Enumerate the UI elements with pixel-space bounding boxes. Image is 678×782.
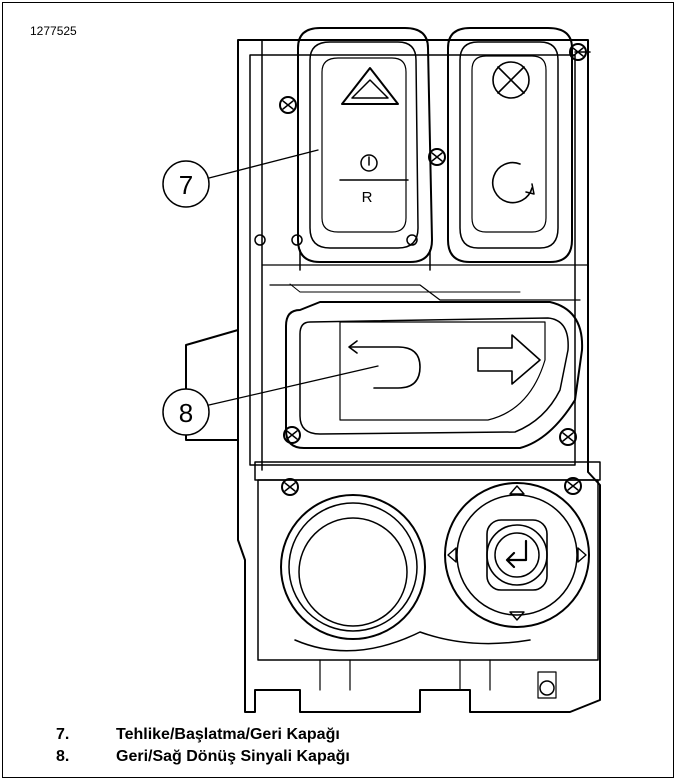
- arrow-right-icon: [577, 547, 587, 563]
- reverse-right-turn-signal-cap: [285, 301, 584, 449]
- callout-leader-8: [208, 365, 379, 406]
- screw-icon: [428, 148, 446, 166]
- arrow-up-icon: [509, 485, 525, 495]
- arrow-left-icon: [447, 547, 457, 563]
- lower-module-top-rail: [254, 461, 601, 481]
- legend-number: 8.: [56, 748, 70, 765]
- callout-number-8: 8: [179, 398, 193, 428]
- housing-inner-outline: [249, 54, 576, 466]
- hazard-start-reverse-cap: [297, 27, 433, 271]
- round-button-cap: [280, 494, 426, 640]
- arrow-down-icon: [509, 611, 525, 621]
- screw-icon: [559, 428, 577, 446]
- legend-item: 7. Tehlike/Başlatma/Geri Kapağı: [56, 724, 350, 746]
- figure-legend: 7. Tehlike/Başlatma/Geri Kapağı 8. Geri/…: [56, 724, 350, 768]
- switch-housing-illustration: R: [162, 27, 601, 713]
- callout-circle-7: [162, 160, 210, 208]
- screw-icon: [281, 478, 299, 496]
- screw-icon: [569, 43, 587, 61]
- figure-id: 1277525: [30, 24, 77, 38]
- joystick-control: [444, 482, 590, 628]
- legend-label: Tehlike/Başlatma/Geri Kapağı: [116, 726, 340, 743]
- legend-item: 8. Geri/Sağ Dönüş Sinyali Kapağı: [56, 746, 350, 768]
- callout-leader-7: [208, 149, 319, 179]
- legend-label: Geri/Sağ Dönüş Sinyali Kapağı: [116, 748, 350, 765]
- screw-icon: [283, 426, 301, 444]
- reverse-r-glyph: R: [362, 189, 373, 206]
- cruise-cycle-cap: [447, 27, 573, 263]
- callout-circle-8: [162, 388, 210, 436]
- callout-number-7: 7: [179, 170, 193, 200]
- screw-icon: [279, 96, 297, 114]
- screw-icon: [564, 477, 582, 495]
- legend-number: 7.: [56, 726, 70, 743]
- lower-module-body: [257, 479, 599, 661]
